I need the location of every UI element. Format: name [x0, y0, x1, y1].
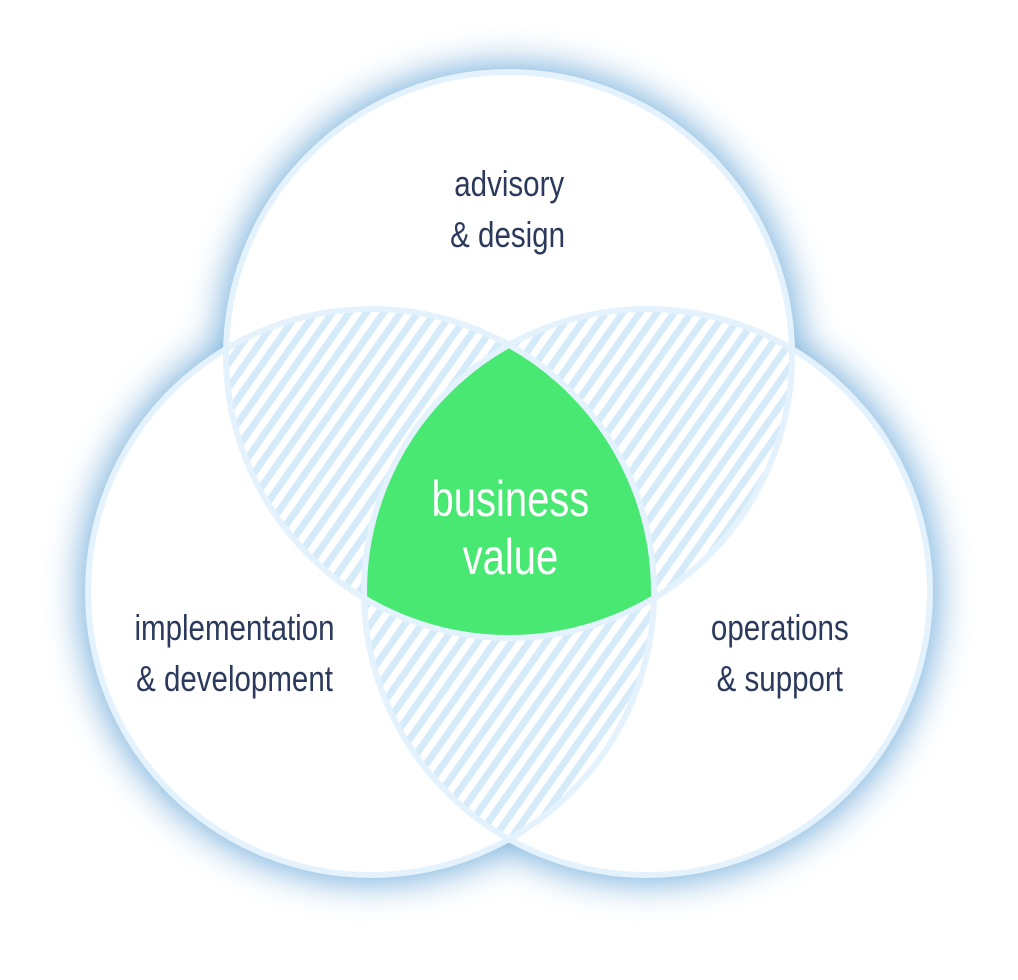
center-label-line1: business	[431, 471, 589, 527]
label-left-line1: implementation	[134, 607, 334, 647]
center-region	[364, 309, 654, 638]
label-top-line1: advisory	[454, 163, 564, 203]
circle-right-outline	[361, 306, 933, 878]
center-label-line2: value	[463, 529, 559, 585]
circle-left-outline	[85, 306, 657, 878]
label-top-line2: & design	[450, 214, 565, 254]
label-left-line2: & development	[136, 658, 333, 698]
label-right-line2: & support	[717, 658, 843, 698]
circle-top-outline	[223, 69, 795, 641]
label-right-line1: operations	[711, 607, 849, 647]
